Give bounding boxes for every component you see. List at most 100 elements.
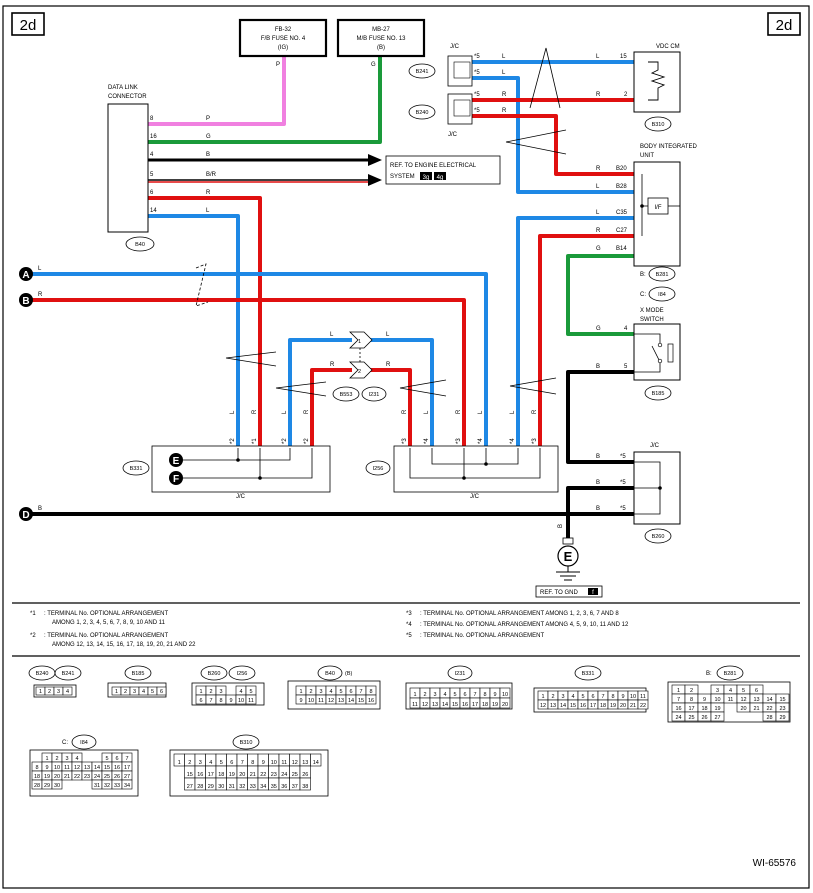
pin-number: 14 <box>442 702 448 708</box>
wire-jc-blue-b28 <box>448 76 634 194</box>
terminal-a: A L <box>19 266 42 281</box>
pin-number: 22 <box>640 703 646 709</box>
svg-text:R: R <box>402 409 408 414</box>
pin-number: 17 <box>688 706 694 712</box>
dlc-arrow-wires <box>148 154 382 186</box>
svg-text:E: E <box>173 456 180 467</box>
fuse-fb32: FB-32 F/B FUSE NO. 4 (IG) P <box>238 18 328 68</box>
pin-number: 7 <box>601 694 604 700</box>
svg-text:: TERMINAL No. OPTIONAL ARRANG: : TERMINAL No. OPTIONAL ARRANGEMENT <box>420 633 544 639</box>
svg-text:*2: *2 <box>230 438 236 444</box>
pin-number: 24 <box>281 772 287 778</box>
pin-number: 3 <box>219 689 222 695</box>
wire-ground-black <box>566 486 634 544</box>
wire-coupler-blue-left <box>288 338 352 448</box>
svg-text:B281: B281 <box>724 671 737 677</box>
svg-text:B331: B331 <box>130 466 143 472</box>
pin-number: 6 <box>115 756 118 762</box>
pin-number: 5 <box>742 688 745 694</box>
svg-text:R: R <box>502 92 507 98</box>
fuse-mb27: MB-27 M/B FUSE NO. 13 (B) G <box>336 18 426 68</box>
pin-number: 10 <box>271 760 277 766</box>
pin-number: 15 <box>104 765 110 771</box>
svg-text:*4: *4 <box>424 438 430 444</box>
svg-text:8: 8 <box>150 116 154 122</box>
svg-text:*4: *4 <box>406 622 412 628</box>
svg-text:J/C: J/C <box>470 494 480 500</box>
svg-text:*3: *3 <box>456 438 462 444</box>
svg-text:I84: I84 <box>80 740 88 746</box>
connector-frame-b240 <box>33 684 77 698</box>
svg-text:5: 5 <box>624 364 628 370</box>
pin-number: 28 <box>197 784 203 790</box>
svg-text:R: R <box>532 409 538 414</box>
pin-number: 4 <box>75 756 78 762</box>
pin-number: 30 <box>54 783 60 789</box>
svg-text:B: B <box>558 524 564 528</box>
svg-text:B331: B331 <box>582 671 595 677</box>
svg-text:I/F: I/F <box>655 205 662 211</box>
svg-text:B: B <box>596 454 600 460</box>
pin-number: 13 <box>338 698 344 704</box>
pin-number: 18 <box>482 702 488 708</box>
wire-c35-blue <box>516 216 634 448</box>
wire-jc-red-b20 <box>448 114 634 176</box>
pin-number: 9 <box>299 698 302 704</box>
pin-number: 5 <box>339 689 342 695</box>
pin-number: 22 <box>766 706 772 712</box>
pin-number: 7 <box>677 697 680 703</box>
svg-text:SYSTEM: SYSTEM <box>390 174 415 180</box>
wire-b14-green <box>566 254 634 336</box>
svg-text:MB-27: MB-27 <box>372 27 390 33</box>
pin-number: 27 <box>124 774 130 780</box>
pin-number: 11 <box>412 702 418 708</box>
svg-text:B20: B20 <box>616 166 627 172</box>
svg-text:J/C: J/C <box>236 494 246 500</box>
pin-number: 18 <box>701 706 707 712</box>
connector-frame-i84 <box>29 749 139 797</box>
svg-text:I256: I256 <box>237 671 248 677</box>
svg-text:*1: *1 <box>252 438 258 444</box>
pin-number: 20 <box>502 702 508 708</box>
pin-number: 23 <box>779 706 785 712</box>
pin-number: 4 <box>209 760 212 766</box>
svg-text:DATA LINK: DATA LINK <box>108 85 138 91</box>
pin-number: 32 <box>239 784 245 790</box>
pin-number: 16 <box>368 698 374 704</box>
wire-b-red <box>30 298 466 448</box>
pin-number: 17 <box>590 703 596 709</box>
svg-text:L: L <box>282 410 288 414</box>
svg-text:L: L <box>596 210 600 216</box>
svg-text:B14: B14 <box>616 246 627 252</box>
pin-number: 19 <box>492 702 498 708</box>
svg-text:1: 1 <box>358 339 361 345</box>
svg-text:G: G <box>596 246 601 252</box>
pin-number: 1 <box>413 692 416 698</box>
svg-text:R: R <box>304 409 310 414</box>
pin-number: 13 <box>84 765 90 771</box>
pin-number: 28 <box>34 783 40 789</box>
svg-text:6: 6 <box>150 190 154 196</box>
svg-text:f: f <box>592 590 594 596</box>
pin-number: 2 <box>690 688 693 694</box>
svg-text:*5: *5 <box>406 633 412 639</box>
svg-text:J/C: J/C <box>650 443 660 449</box>
svg-text:2d: 2d <box>776 17 793 34</box>
wire-dlc-blue <box>148 214 240 460</box>
pin-number: 2 <box>48 689 51 695</box>
pin-number: 1 <box>115 689 118 695</box>
pin-number: 19 <box>714 706 720 712</box>
pin-number: 21 <box>64 774 70 780</box>
svg-text:B260: B260 <box>652 534 665 540</box>
svg-text:4g: 4g <box>437 175 444 181</box>
svg-text:3g: 3g <box>423 175 430 181</box>
svg-text:I84: I84 <box>658 292 666 298</box>
pin-number: 19 <box>610 703 616 709</box>
svg-text:B185: B185 <box>132 671 145 677</box>
pin-number: 28 <box>766 715 772 721</box>
